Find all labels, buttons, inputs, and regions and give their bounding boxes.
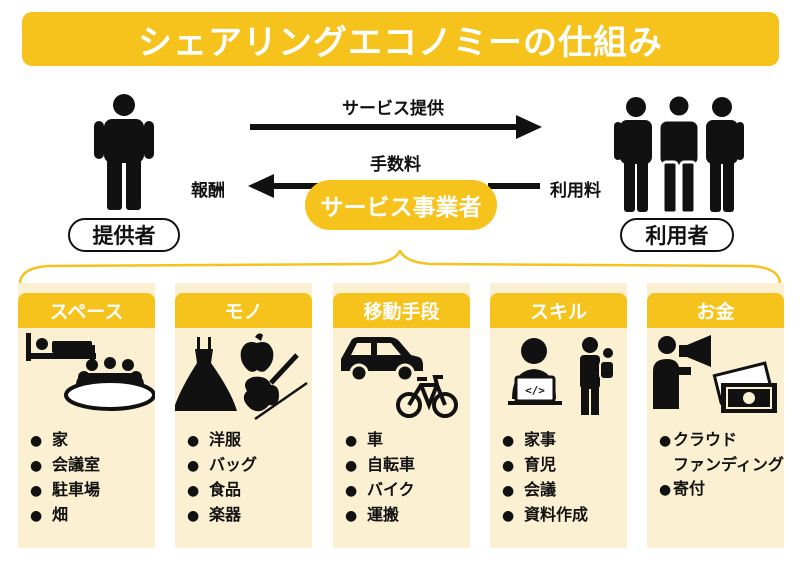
title-banner: シェアリングエコノミーの仕組み bbox=[22, 12, 779, 66]
bed-icon bbox=[26, 333, 96, 361]
list-item: 育児 bbox=[502, 453, 588, 478]
item-list-skills: 家事 育児 会議 資料作成 bbox=[502, 428, 588, 528]
laptop-worker-icon: </> bbox=[508, 338, 562, 405]
list-item: 車 bbox=[345, 428, 415, 453]
category-card-space: スペース 家 会議室 駐車場 畑 bbox=[18, 283, 155, 548]
person-icon bbox=[94, 94, 154, 210]
list-item: 楽器 bbox=[187, 503, 257, 528]
list-item: 洋服 bbox=[187, 428, 257, 453]
item-list-transport: 車 自転車 バイク 運搬 bbox=[345, 428, 415, 528]
violin-icon bbox=[243, 353, 308, 421]
list-item: 家 bbox=[30, 428, 100, 453]
list-item: 運搬 bbox=[345, 503, 415, 528]
provider-label: 提供者 bbox=[68, 218, 180, 252]
item-list-things: 洋服 バッグ 食品 楽器 bbox=[187, 428, 257, 528]
megaphone-person-icon bbox=[653, 335, 711, 409]
list-item: 資料作成 bbox=[502, 503, 588, 528]
list-item: 会議 bbox=[502, 478, 588, 503]
category-tab-skills: スキル bbox=[490, 293, 627, 328]
svg-text:</>: </> bbox=[525, 384, 545, 397]
dress-icon bbox=[175, 337, 237, 411]
commission-label: 手数料 bbox=[370, 155, 421, 175]
category-brace bbox=[18, 250, 782, 285]
item-list-money: クラウド ファンディング 寄付 bbox=[659, 428, 784, 502]
list-item: 家事 bbox=[502, 428, 588, 453]
parent-with-child-icon bbox=[580, 337, 615, 415]
cash-icon bbox=[712, 361, 777, 413]
bicycle-icon bbox=[396, 375, 458, 418]
apple-icon bbox=[240, 333, 274, 372]
reward-label: 報酬 bbox=[191, 181, 225, 201]
category-card-transport: 移動手段 車 自転車 バイク 運搬 bbox=[333, 283, 470, 548]
user-label: 利用者 bbox=[620, 218, 734, 252]
category-tab-things: モノ bbox=[175, 293, 312, 328]
list-item: 会議室 bbox=[30, 453, 100, 478]
service-operator-pill: サービス事業者 bbox=[305, 180, 497, 230]
list-item: 駐車場 bbox=[30, 478, 100, 503]
reward-arrow bbox=[248, 174, 322, 198]
service-provision-arrow bbox=[250, 115, 542, 139]
category-card-things: モノ 洋服 バッグ 食品 楽器 bbox=[175, 283, 312, 548]
list-item: 自転車 bbox=[345, 453, 415, 478]
category-card-money: お金 クラウド ファンディング 寄付 bbox=[647, 283, 784, 548]
item-list-space: 家 会議室 駐車場 畑 bbox=[30, 428, 100, 528]
category-tab-space: スペース bbox=[18, 293, 155, 328]
list-item: 食品 bbox=[187, 478, 257, 503]
category-card-skills: スキル </> 家事 育児 会議 資料作成 bbox=[490, 283, 627, 548]
list-item: 寄付 bbox=[659, 477, 784, 502]
list-item: バイク bbox=[345, 478, 415, 503]
page-title: シェアリングエコノミーの仕組み bbox=[138, 22, 663, 63]
group-of-people-icon bbox=[614, 94, 744, 214]
meeting-room-icon bbox=[64, 357, 155, 411]
car-icon bbox=[341, 337, 423, 383]
category-tab-money: お金 bbox=[647, 293, 784, 328]
list-item: クラウド bbox=[659, 428, 784, 453]
list-item: ファンディング bbox=[673, 455, 784, 474]
category-tab-transport: 移動手段 bbox=[333, 293, 470, 328]
list-item: バッグ bbox=[187, 453, 257, 478]
usage-fee-arrow bbox=[488, 183, 540, 189]
usage-fee-label: 利用料 bbox=[550, 181, 601, 201]
list-item: 畑 bbox=[30, 503, 100, 528]
service-provision-label: サービス提供 bbox=[342, 99, 444, 119]
